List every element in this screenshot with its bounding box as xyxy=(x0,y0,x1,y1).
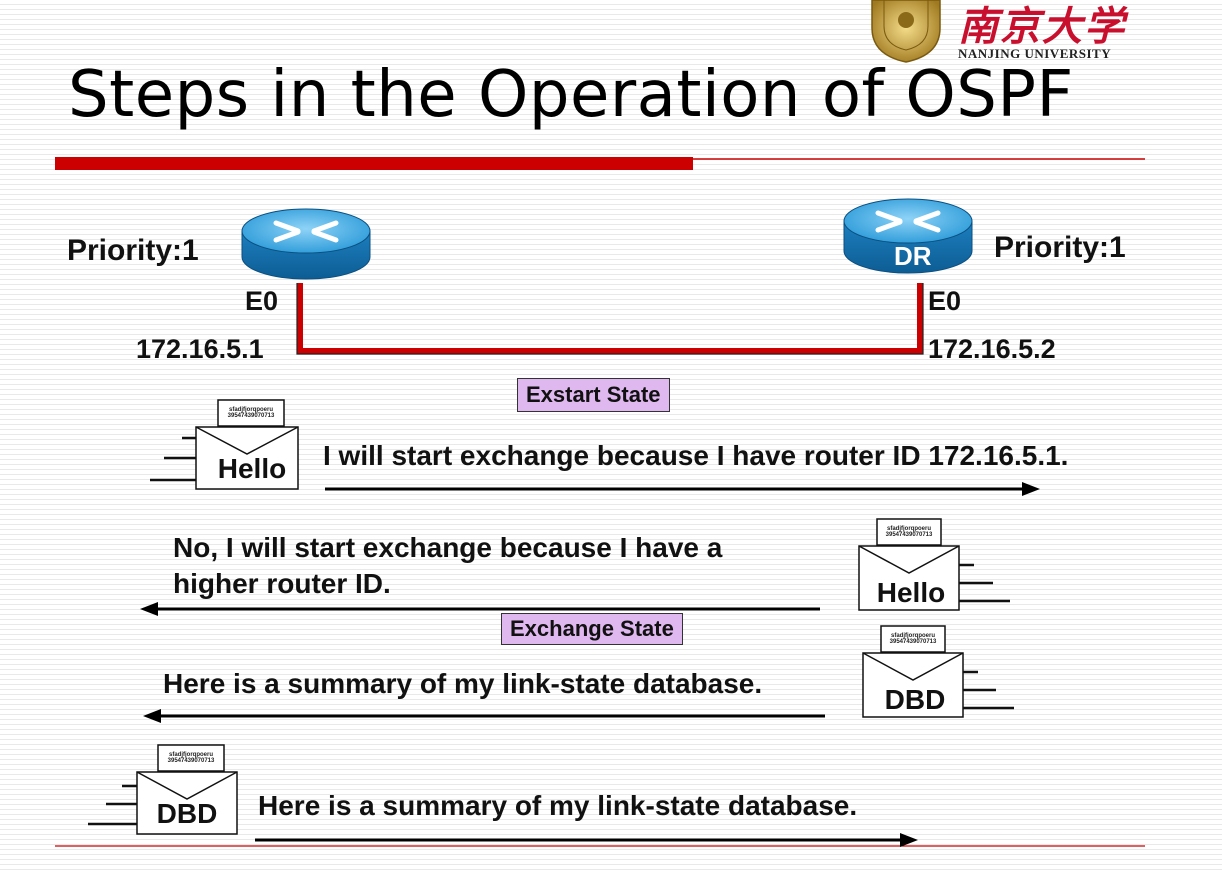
left-priority-label: Priority:1 xyxy=(67,234,199,267)
message-4-text: Here is a summary of my link-state datab… xyxy=(258,790,858,821)
slide-title: Steps in the Operation of OSPF xyxy=(68,58,1074,132)
arrow-m3 xyxy=(143,709,825,723)
envelope-hello-left xyxy=(150,399,299,490)
message-3-text: Here is a summary of my link-state datab… xyxy=(163,668,763,699)
packet-label-hello-2: Hello xyxy=(876,577,946,608)
title-bar-thick xyxy=(55,157,693,170)
university-seal-logo xyxy=(871,0,941,63)
router-left-icon xyxy=(241,208,371,280)
right-interface-label: E0 xyxy=(928,286,962,316)
message-2-line1: No, I will start exchange because I have… xyxy=(173,532,723,563)
arrow-m2 xyxy=(140,602,820,616)
envelope-dbd-right xyxy=(862,625,1014,718)
packet-label-hello-1: Hello xyxy=(217,453,287,484)
message-1-text: I will start exchange because I have rou… xyxy=(323,440,1069,471)
right-ip-label: 172.16.5.2 xyxy=(928,334,1056,364)
right-priority-label: Priority:1 xyxy=(994,231,1126,264)
left-ip-label: 172.16.5.1 xyxy=(136,334,264,364)
arrow-m4 xyxy=(255,833,918,847)
university-name-cn: 南京大学 xyxy=(958,3,1126,50)
message-2-line2: higher router ID. xyxy=(173,568,391,599)
envelope-hello-right xyxy=(858,518,1010,611)
network-link xyxy=(297,283,923,354)
router-right-icon xyxy=(843,198,973,274)
left-interface-label: E0 xyxy=(245,286,279,316)
envelope-dbd-left xyxy=(88,744,238,835)
exstart-state-box: Exstart State xyxy=(517,378,670,412)
dr-role-label: DR xyxy=(894,241,932,271)
arrow-m1 xyxy=(325,482,1040,496)
university-name-en: NANJING UNIVERSITY xyxy=(958,46,1112,61)
exchange-state-box: Exchange State xyxy=(501,613,683,645)
packet-label-dbd-2: DBD xyxy=(156,798,218,829)
packet-label-dbd-1: DBD xyxy=(884,684,946,715)
